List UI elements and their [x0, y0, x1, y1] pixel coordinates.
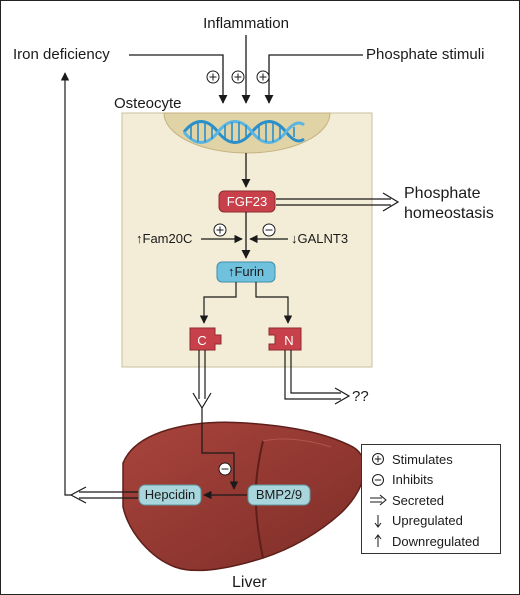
fgf23-label: FGF23 [227, 194, 267, 209]
galnt3-label: ↓GALNT3 [291, 231, 348, 246]
double-arrow-icon [368, 494, 388, 506]
legend-label: Secreted [392, 492, 445, 508]
phosphate-homeostasis-label-1: Phosphate [404, 185, 481, 202]
legend-item: Secreted [368, 490, 500, 511]
legend-item: Upregulated [368, 511, 500, 532]
phosphate-stimuli-arrow [264, 54, 363, 104]
phosphate-stimuli-label: Phosphate stimuli [366, 46, 484, 63]
n-fragment-label: N [284, 333, 293, 348]
legend-label: Inhibits [392, 472, 434, 488]
stimulates-icon [256, 70, 270, 84]
liver-label: Liver [232, 574, 267, 591]
hepcidin-label: Hepcidin [145, 487, 196, 502]
up-arrow-icon [368, 534, 388, 548]
legend-item: Downregulated [368, 531, 500, 552]
iron-deficiency-arrow [129, 54, 228, 104]
legend-label: Upregulated [392, 513, 463, 529]
osteocyte-cell [121, 112, 373, 368]
phosphate-homeostasis-label-2: homeostasis [404, 205, 494, 222]
stimulates-icon [213, 223, 227, 237]
furin-node: ↑Furin [216, 261, 276, 283]
furin-label: ↑Furin [228, 264, 264, 279]
minus-circle-icon [368, 473, 388, 487]
hepcidin-to-iron-arrow [60, 72, 71, 496]
bmp-node: BMP2/9 [247, 484, 311, 506]
legend-item: Stimulates [368, 449, 500, 470]
hepcidin-node: Hepcidin [138, 484, 202, 506]
secreted-arrow-phosphate [276, 192, 400, 212]
n-fragment-arrow [255, 282, 293, 324]
unknown-target-label: ?? [352, 388, 369, 405]
secreted-arrow-n [284, 350, 351, 405]
fam20c-label: ↑Fam20C [136, 231, 192, 246]
legend-label: Stimulates [392, 451, 453, 467]
inhibits-icon [218, 462, 232, 476]
stimulates-icon [206, 70, 220, 84]
dna-icon [182, 120, 305, 144]
c-fragment-label: C [197, 333, 206, 348]
legend-item: Inhibits [368, 470, 500, 491]
c-to-hepcidin-line [201, 408, 239, 490]
n-fragment-node: N [268, 327, 302, 351]
legend: Stimulates Inhibits Secreted Upregulated… [361, 444, 501, 554]
inhibits-icon [262, 223, 276, 237]
legend-label: Downregulated [392, 533, 480, 549]
osteocyte-label: Osteocyte [114, 95, 182, 112]
plus-circle-icon [368, 452, 388, 466]
bmp-label: BMP2/9 [256, 487, 302, 502]
inflammation-label: Inflammation [203, 15, 289, 32]
c-fragment-arrow [199, 282, 237, 324]
down-arrow-icon [368, 514, 388, 528]
c-fragment-node: C [189, 327, 222, 351]
fgf23-node: FGF23 [218, 190, 276, 213]
iron-deficiency-label: Iron deficiency [13, 46, 110, 63]
stimulates-icon [231, 70, 245, 84]
